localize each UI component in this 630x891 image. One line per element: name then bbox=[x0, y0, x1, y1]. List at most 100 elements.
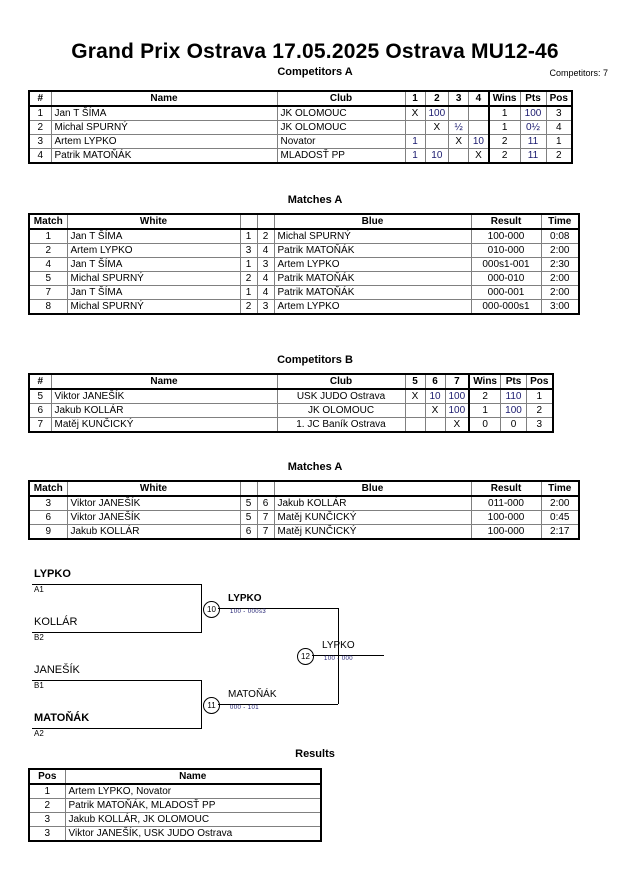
cell-wins: 2 bbox=[487, 134, 521, 149]
table-row: 2 Michal SPURNÝ JK OLOMOUC X ½ 1 0½ 4 bbox=[28, 120, 573, 135]
cell-time: 0:08 bbox=[540, 228, 580, 244]
cell-vs-1 bbox=[404, 120, 426, 135]
col-blue-num bbox=[256, 213, 275, 230]
cell-name: Matěj KUNČICKÝ bbox=[50, 417, 278, 433]
cell-vs-4 bbox=[468, 120, 490, 135]
matches-b-caption: Matches A bbox=[287, 461, 343, 473]
cell-match: 4 bbox=[28, 257, 68, 272]
col-wins: Wins bbox=[468, 373, 502, 390]
col-opponent-5: 5 bbox=[404, 373, 426, 390]
cell-result: 100-000 bbox=[470, 228, 542, 244]
col-number: # bbox=[28, 373, 52, 390]
cell-pos: 3 bbox=[28, 812, 66, 827]
cell-vs-1: X bbox=[404, 105, 426, 121]
bracket-line bbox=[32, 728, 202, 729]
table-header-row: # Name Club 5 6 7 Wins Pts Pos bbox=[28, 373, 553, 390]
cell-match: 3 bbox=[28, 495, 68, 511]
cell-pos: 1 bbox=[545, 134, 573, 149]
col-number: # bbox=[28, 90, 52, 107]
cell-blue: Michal SPURNÝ bbox=[273, 228, 472, 244]
cell-blue: Artem LYPKO bbox=[273, 257, 472, 272]
cell-time: 2:00 bbox=[540, 271, 580, 286]
table-row: 3 Artem LYPKO Novator 1 X 10 2 11 1 bbox=[28, 134, 573, 149]
cell-pos: 1 bbox=[28, 783, 66, 799]
cell-blue: Patrik MATOŇÁK bbox=[273, 271, 472, 286]
cell-vs-3 bbox=[448, 105, 470, 121]
cell-vs-1: 1 bbox=[404, 134, 426, 149]
cell-match: 9 bbox=[28, 524, 68, 540]
cell-name: Artem LYPKO, Novator bbox=[64, 783, 322, 799]
page-title: Grand Prix Ostrava 17.05.2025 Ostrava MU… bbox=[71, 40, 559, 63]
cell-pts: 11 bbox=[519, 148, 547, 164]
cell-vs-2: X bbox=[424, 120, 450, 135]
header-subrow: Competitors A Competitors: 7 bbox=[0, 66, 630, 84]
cell-match: 6 bbox=[28, 510, 68, 525]
cell-white-num: 1 bbox=[239, 257, 258, 272]
cell-time: 2:30 bbox=[540, 257, 580, 272]
competitors-count: Competitors: 7 bbox=[549, 68, 608, 79]
bracket-line bbox=[32, 680, 202, 681]
bracket-champion-score: 100 - 000 bbox=[324, 656, 353, 662]
cell-blue-num: 7 bbox=[256, 524, 275, 540]
cell-vs-6 bbox=[424, 417, 446, 433]
cell-number: 6 bbox=[28, 403, 52, 418]
cell-number: 2 bbox=[28, 120, 52, 135]
table-row: 5 Viktor JANEŠÍK USK JUDO Ostrava X 10 1… bbox=[28, 388, 553, 404]
cell-white: Viktor JANEŠÍK bbox=[66, 495, 241, 511]
col-white-num bbox=[239, 213, 258, 230]
bracket-entry-seed: B1 bbox=[34, 681, 44, 690]
cell-vs-7: 100 bbox=[444, 403, 470, 418]
bracket-line bbox=[201, 680, 202, 729]
cell-blue-num: 3 bbox=[256, 299, 275, 315]
cell-pts: 100 bbox=[519, 105, 547, 121]
col-club: Club bbox=[276, 373, 406, 390]
cell-result: 000-010 bbox=[470, 271, 542, 286]
cell-result: 000-000s1 bbox=[470, 299, 542, 315]
cell-white: Michal SPURNÝ bbox=[66, 299, 241, 315]
cell-pos: 1 bbox=[526, 388, 553, 404]
bracket-entry-name: LYPKO bbox=[34, 568, 71, 580]
bracket-winner-name: MATOŇÁK bbox=[228, 689, 277, 700]
table-header-row: Match White Blue Result Time bbox=[28, 213, 580, 230]
cell-match: 8 bbox=[28, 299, 68, 315]
cell-name: Artem LYPKO bbox=[50, 134, 278, 149]
cell-club: 1. JC Baník Ostrava bbox=[276, 417, 406, 433]
cell-number: 1 bbox=[28, 105, 52, 121]
cell-wins: 0 bbox=[468, 417, 502, 433]
cell-pos: 3 bbox=[28, 826, 66, 842]
cell-blue: Artem LYPKO bbox=[273, 299, 472, 315]
col-blue: Blue bbox=[273, 480, 472, 497]
cell-time: 0:45 bbox=[540, 510, 580, 525]
cell-number: 4 bbox=[28, 148, 52, 164]
cell-club: Novator bbox=[276, 134, 406, 149]
col-opponent-2: 2 bbox=[424, 90, 450, 107]
bracket-winner-score: 100 - 000s3 bbox=[230, 609, 267, 615]
cell-name: Jan T ŠÍMA bbox=[50, 105, 278, 121]
bracket-line bbox=[218, 704, 338, 705]
cell-vs-3 bbox=[448, 148, 470, 164]
cell-blue-num: 2 bbox=[256, 228, 275, 244]
col-opponent-7: 7 bbox=[444, 373, 470, 390]
cell-time: 2:00 bbox=[540, 285, 580, 300]
cell-blue: Patrik MATOŇÁK bbox=[273, 285, 472, 300]
cell-blue: Patrik MATOŇÁK bbox=[273, 243, 472, 258]
cell-time: 3:00 bbox=[540, 299, 580, 315]
results-caption: Results bbox=[295, 748, 335, 760]
cell-time: 2:17 bbox=[540, 524, 580, 540]
bracket-champion-name: LYPKO bbox=[322, 640, 355, 651]
col-club: Club bbox=[276, 90, 406, 107]
cell-pos: 2 bbox=[28, 798, 66, 813]
cell-white: Viktor JANEŠÍK bbox=[66, 510, 241, 525]
bracket-entry-name: JANEŠÍK bbox=[34, 664, 80, 676]
cell-club: USK JUDO Ostrava bbox=[276, 388, 406, 404]
